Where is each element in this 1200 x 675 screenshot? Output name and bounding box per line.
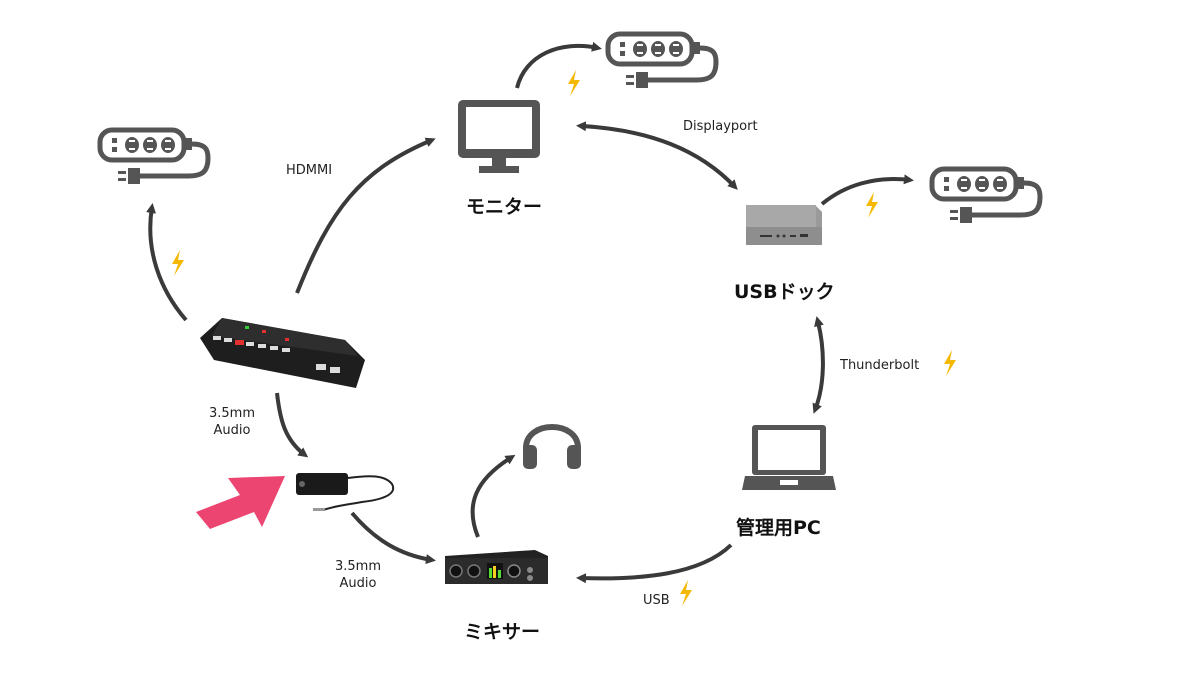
- usb-dock-icon: [746, 205, 822, 245]
- edge-label-audio1-line1: 3.5mm: [208, 406, 255, 421]
- power-strip-icon: [608, 34, 716, 88]
- edge-label-thunderbolt: Thunderbolt: [840, 358, 920, 373]
- edge-label-audio2-line2: Audio: [339, 576, 377, 591]
- edge-switcher-to-monitor: [295, 137, 436, 294]
- headphones-icon: [523, 424, 581, 469]
- edge-label-displayport: Displayport: [683, 119, 758, 134]
- node-label-monitor: モニター: [466, 196, 543, 218]
- node-label-mixer: ミキサー: [464, 621, 541, 643]
- edge-label-usb: USB: [643, 593, 670, 608]
- edge-label-audio2: 3.5mm Audio: [333, 558, 383, 592]
- edge-mixer-to-headphones: [470, 454, 516, 538]
- audio-interface-icon: [445, 550, 548, 584]
- monitor-icon: [458, 100, 540, 173]
- power-strip-icon: [932, 169, 1040, 223]
- edge-label-audio1: 3.5mm Audio: [207, 405, 257, 439]
- edge-label-audio2-line1: 3.5mm: [334, 559, 381, 574]
- lightning-icon: [172, 250, 184, 276]
- edge-usb: [576, 543, 733, 584]
- edge-label-audio1-line2: Audio: [213, 423, 251, 438]
- edge-label-hdmi: HDMMI: [286, 163, 333, 178]
- lightning-icon: [944, 350, 956, 376]
- laptop-icon: [742, 425, 836, 490]
- highlight-arrow: [196, 476, 285, 529]
- edge-switcher-to-power: [146, 203, 188, 322]
- edge-monitor-to-power: [515, 41, 602, 89]
- edge-audio1: [275, 392, 309, 458]
- lightning-icon: [866, 192, 878, 218]
- video-switcher-icon: [200, 318, 365, 388]
- power-strip-icon: [100, 130, 208, 184]
- lightning-icon: [680, 580, 692, 606]
- edge-audio2: [350, 511, 436, 565]
- node-label-usb-dock: USBドック: [734, 281, 835, 303]
- node-label-admin-pc: 管理用PC: [736, 517, 821, 539]
- audio-isolator-icon: [296, 473, 395, 511]
- edge-thunderbolt: [812, 316, 825, 414]
- edge-dock-to-power: [820, 174, 914, 206]
- lightning-icon: [568, 70, 580, 96]
- edge-displayport: [576, 121, 738, 190]
